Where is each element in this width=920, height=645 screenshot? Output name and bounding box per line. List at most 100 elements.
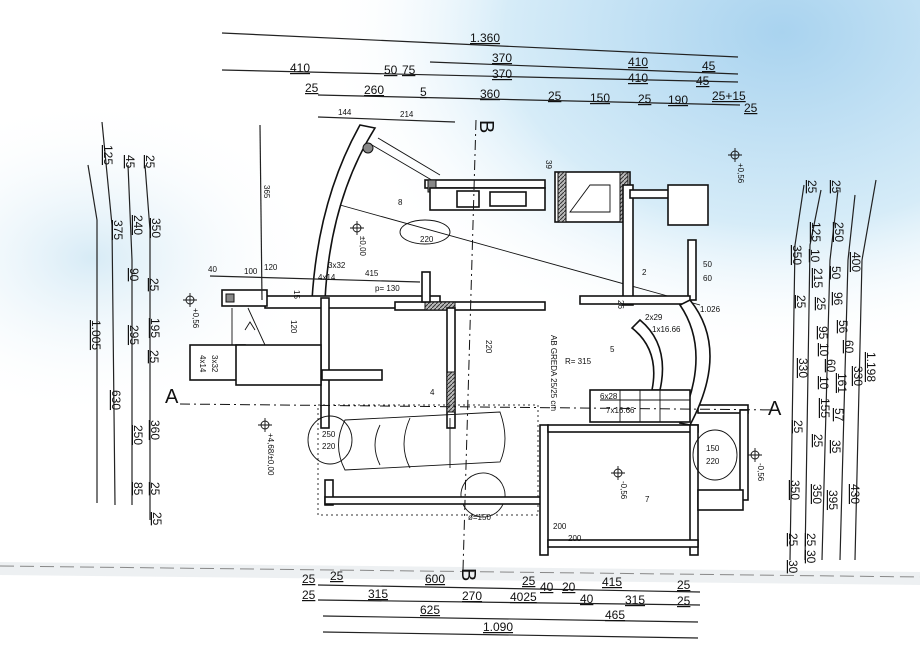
dim-label: 125 <box>101 145 115 165</box>
dim-label: 1.090 <box>483 620 513 634</box>
dim-label: 120 <box>264 263 278 272</box>
car <box>338 411 506 471</box>
dim-label: 30 <box>786 560 800 574</box>
elevation-markers: +0,56 ±0,00 +4,68/±0,00 +0,56 -0,56 -0,5… <box>183 148 765 500</box>
stove <box>456 190 480 208</box>
dim-label: 25 <box>147 350 161 364</box>
room-number: 2 <box>642 268 647 277</box>
dim-label: 25 <box>805 180 819 194</box>
dim-label: 50 <box>384 63 398 77</box>
dim-label: 600 <box>425 572 445 586</box>
dim-label: 25 <box>811 434 825 448</box>
dim-label: 25 <box>829 180 843 194</box>
dim-label: 315 <box>368 587 388 601</box>
dim-label: 1.360 <box>470 31 500 45</box>
plan-labels: 365 40 100 120 415 3x32 4x14 p= 130 15 1… <box>198 124 721 543</box>
dim-label: 25 <box>330 569 344 583</box>
dim-label: 25 <box>302 572 316 586</box>
dim-label: 10 <box>817 343 831 357</box>
door-label: 220 <box>322 442 336 451</box>
dim-label: 295 <box>127 325 141 345</box>
dim-label: 20 <box>562 580 576 594</box>
dim-label: 25 <box>677 594 691 608</box>
dim-label: 625 <box>420 603 440 617</box>
beam-label: AB GREDA 25/25 cm <box>549 335 558 411</box>
left-dimensions: 1.005 125 375 630 45 240 90 295 250 85 2… <box>87 121 164 526</box>
dim-label: 95 <box>816 326 830 340</box>
dim-label: 57 <box>832 408 846 422</box>
dim-label: 60 <box>703 274 712 283</box>
stairs-label: 2x29 <box>645 313 663 322</box>
paper-fold-band <box>0 562 920 585</box>
dim-label: 1.005 <box>89 320 103 350</box>
dim-label: p= 130 <box>375 284 400 293</box>
dim-label: 1.198 <box>864 352 878 382</box>
dim-label: 410 <box>628 71 648 85</box>
radius-label: R= 315 <box>565 357 592 366</box>
dim-label: 25 <box>677 578 691 592</box>
dim-label: 125 <box>809 222 823 242</box>
dim-label: 45 <box>123 155 137 169</box>
room-number: 7 <box>645 495 650 504</box>
dim-label: 360 <box>148 420 162 440</box>
dim-label: 25 <box>305 81 319 95</box>
room-number: 8 <box>398 198 403 207</box>
dim-label: 10 <box>817 376 831 390</box>
dim-label: 45 <box>696 74 710 88</box>
dim-label: 260 <box>364 83 384 97</box>
dim-label: 90 <box>127 268 141 282</box>
dim-label: 350 <box>790 245 804 265</box>
dim-label: 25 <box>791 420 805 434</box>
dim-label: 410 <box>290 61 310 75</box>
dim-label: 370 <box>492 67 512 81</box>
dim-label: 370 <box>492 51 512 65</box>
door-label: 150 <box>706 444 720 453</box>
stairs-label: 7x16.66 <box>606 406 635 415</box>
dim-label: 25 <box>638 92 652 106</box>
dim-label: 60 <box>842 340 856 354</box>
dim-label: 25 <box>804 533 818 547</box>
elevation-label: +4,68/±0,00 <box>266 433 275 476</box>
dim-label: 365 <box>262 185 271 199</box>
dim-label: 30 <box>804 550 818 564</box>
dim-label: ø=150 <box>468 513 491 522</box>
dim-label: 25 <box>794 295 808 309</box>
stairs-label: 4x14 <box>318 273 336 282</box>
door-label: 250 <box>322 430 336 439</box>
dim-label: 350 <box>149 218 163 238</box>
dim-label: 630 <box>109 390 123 410</box>
dim-label: 395 <box>826 490 840 510</box>
dim-label: 5 <box>420 85 427 99</box>
section-b-bottom: B <box>457 568 479 581</box>
dim-label: 465 <box>605 608 625 622</box>
section-a-right: A <box>768 398 782 420</box>
dim-label: 25 <box>147 278 161 292</box>
door-label: 220 <box>706 457 720 466</box>
dim-label: 4025 <box>510 590 537 604</box>
elevation-label: +0,56 <box>191 308 200 329</box>
stairs-label: 6x28 <box>600 392 618 401</box>
top-dimensions: 1.360 370 410 45 410 50 75 370 410 45 25… <box>221 31 758 123</box>
dim-label: 25 <box>150 512 164 526</box>
dim-label: 120 <box>289 320 298 334</box>
section-marks: A A B B <box>165 120 782 581</box>
dim-label: 220 <box>484 340 493 354</box>
dim-label: 270 <box>462 589 482 603</box>
dim-label: 40 <box>580 592 594 606</box>
dim-label: 60 <box>824 359 838 373</box>
door-swing <box>399 219 451 245</box>
stairs-label: 3x32 <box>328 261 346 270</box>
building-plan <box>179 119 781 571</box>
dim-label: 39 <box>544 160 553 169</box>
dim-label: 96 <box>831 292 845 306</box>
dim-label: 350 <box>810 484 824 504</box>
dim-label: 25 <box>148 482 162 496</box>
door-label: 220 <box>420 235 434 244</box>
stairs-label: 3x32 <box>210 355 219 373</box>
dim-label: 155 <box>818 398 832 418</box>
elevation-label: +0,56 <box>736 163 745 184</box>
dim-label: 35 <box>829 440 843 454</box>
